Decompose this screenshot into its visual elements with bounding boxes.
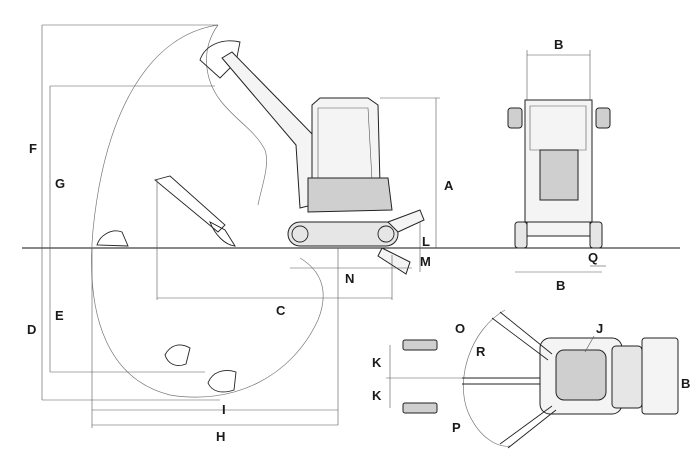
label-f: F — [29, 141, 37, 156]
label-d: D — [27, 322, 36, 337]
label-l: L — [422, 234, 430, 249]
side-dimension-lines — [41, 24, 440, 428]
label-r: R — [476, 344, 486, 359]
label-o: O — [455, 321, 465, 336]
excavator-top-view — [386, 309, 679, 449]
bucket-top-k-lower — [402, 402, 438, 414]
label-p: P — [452, 420, 461, 435]
excavator-front-view — [507, 50, 611, 273]
bucket-pose-low-2 — [207, 370, 237, 393]
bucket-pose-ground — [96, 230, 129, 247]
label-a: A — [444, 178, 454, 193]
label-e: E — [55, 308, 64, 323]
arm-pose-mid — [154, 175, 236, 247]
excavator-side-view — [221, 51, 425, 275]
bucket-top-k-upper — [402, 339, 438, 351]
label-i: I — [222, 402, 226, 417]
label-k-upper: K — [372, 355, 382, 370]
label-m: M — [420, 254, 431, 269]
label-h: H — [216, 429, 225, 444]
bucket-pose-low-1 — [164, 344, 191, 366]
label-c: C — [276, 303, 286, 318]
working-range-envelope — [91, 24, 324, 398]
label-g: G — [55, 176, 65, 191]
label-n: N — [345, 271, 354, 286]
label-b-top: B — [554, 37, 563, 52]
label-b-bottom: B — [556, 278, 565, 293]
label-j: J — [596, 321, 603, 336]
label-q: Q — [588, 250, 598, 265]
label-b-right: B — [681, 376, 690, 391]
label-k-lower: K — [372, 388, 382, 403]
